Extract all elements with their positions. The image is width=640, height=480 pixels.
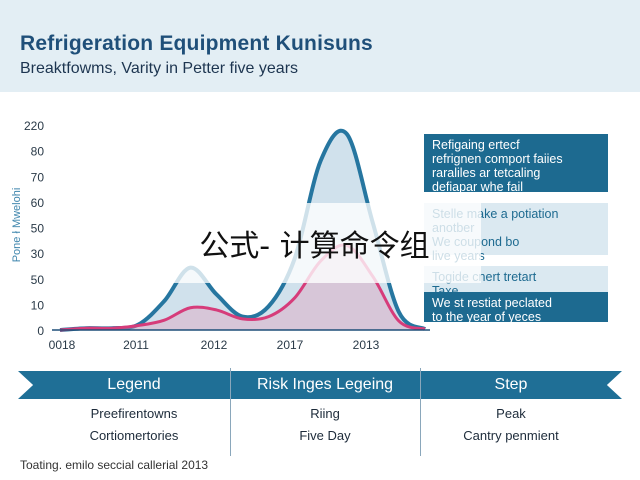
legend-table: Legend Risk Inges Legeing Step Preefiren… — [18, 368, 622, 456]
callout-top-line: defiapar whe fail — [432, 180, 524, 194]
overlay-caption: 公式- 计算命令组 — [148, 203, 481, 283]
legend-divider — [420, 368, 421, 456]
y-tick-label: 30 — [31, 247, 45, 261]
y-tick-label: 50 — [31, 222, 45, 236]
legend-header-risk: Risk Inges Legeing — [256, 376, 394, 393]
callout-top-line: refrignen comport faiies — [432, 152, 563, 166]
y-tick-label: 70 — [31, 170, 45, 184]
legend-cell: Cantry penmient — [463, 428, 559, 443]
page-subtitle: Breaktfowms, Varity in Petter five years — [20, 60, 299, 77]
y-axis-label: Pone ł Mwelohi — [11, 188, 23, 263]
callout-top: Refigaing ertecf refrignen comport faiie… — [424, 134, 608, 208]
y-tick-label: 0 — [37, 324, 44, 338]
legend-cell: Cortiomertories — [89, 428, 179, 443]
x-tick-label: 2017 — [277, 338, 304, 350]
callout-bottom-line: We st restiat peclated — [432, 296, 552, 310]
callout-top-line: raraliles ar tetcaling — [432, 166, 541, 180]
legend-cell: Preefirentowns — [90, 406, 178, 421]
footer-note: Toating. emilo seccial callerial 2013 — [20, 458, 209, 472]
legend-header-step: Step — [494, 376, 528, 393]
y-tick-label: 60 — [31, 196, 45, 210]
y-tick-label: 80 — [31, 145, 45, 159]
x-tick-label: 2013 — [353, 338, 380, 350]
legend-header-legend: Legend — [107, 376, 161, 393]
legend-divider — [230, 368, 231, 456]
x-tick-label: 0018 — [49, 338, 76, 350]
legend-cell: Riing — [310, 406, 340, 421]
y-tick-label: 10 — [31, 298, 45, 312]
y-tick-label: 50 — [31, 273, 45, 287]
x-tick-label: 2011 — [123, 338, 149, 350]
x-tick-label: 2012 — [201, 338, 228, 350]
legend-ribbon — [18, 371, 622, 399]
callout-top-line: Refigaing ertecf — [432, 138, 520, 152]
callout-bottom: We st restiat peclated to the year of ye… — [424, 292, 608, 324]
header-band: Refrigeration Equipment Kunisuns Breaktf… — [0, 0, 640, 92]
page-title: Refrigeration Equipment Kunisuns — [20, 32, 373, 55]
legend-cell: Five Day — [299, 428, 351, 443]
y-tick-label: 220 — [24, 119, 44, 133]
callout-bottom-line: to the year of yeces — [432, 310, 542, 324]
legend-cell: Peak — [496, 406, 526, 421]
